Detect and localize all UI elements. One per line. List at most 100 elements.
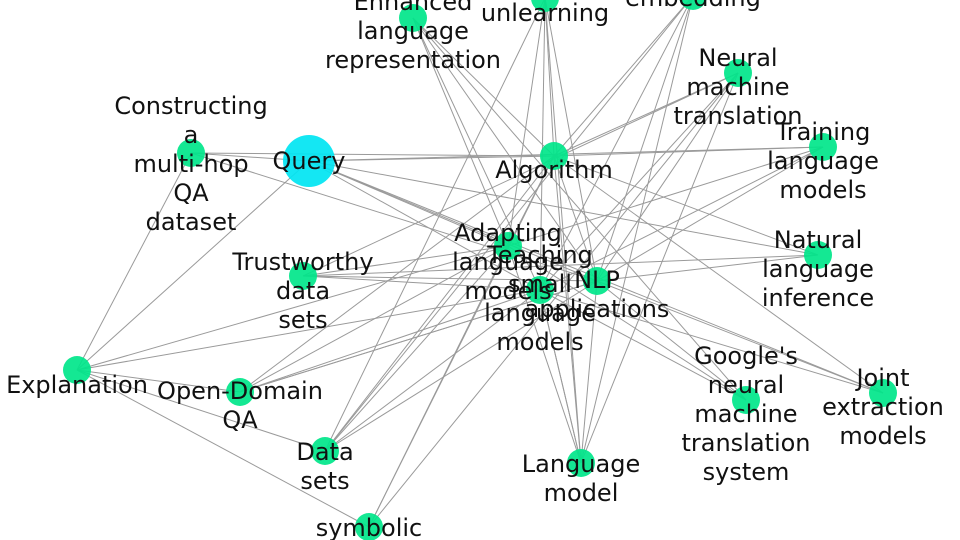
node-label-line: Natural bbox=[774, 226, 863, 254]
node-training[interactable] bbox=[809, 133, 837, 161]
node-label-line: Language bbox=[522, 450, 640, 478]
edge-explanation-adapting bbox=[76, 245, 509, 371]
node-unlearning[interactable] bbox=[531, 0, 559, 12]
edge-enhanced-nlp bbox=[412, 17, 598, 282]
edge-query-adapting bbox=[308, 160, 509, 247]
node-datasets[interactable] bbox=[311, 437, 339, 465]
edge-adapting-trustworthy bbox=[302, 245, 509, 277]
edge-nmt-trustworthy bbox=[302, 72, 739, 277]
edge-explanation-symbolic bbox=[76, 369, 370, 528]
node-teaching[interactable] bbox=[526, 276, 554, 304]
edge-algorithm-nli bbox=[553, 155, 819, 256]
node-algorithm[interactable] bbox=[540, 142, 568, 170]
edge-nlp-datasets bbox=[324, 280, 598, 452]
edge-embedding-algorithm bbox=[553, 0, 691, 157]
node-label-symbolic: symbolic bbox=[316, 514, 423, 540]
node-langmodel[interactable] bbox=[567, 449, 595, 477]
edge-nmt-teaching bbox=[539, 72, 739, 291]
node-query[interactable] bbox=[283, 135, 335, 187]
node-opendomain[interactable] bbox=[226, 378, 254, 406]
node-label-line: translation bbox=[681, 429, 810, 457]
node-trustworthy[interactable] bbox=[289, 262, 317, 290]
edge-embedding-teaching bbox=[539, 0, 692, 291]
edge-adapting-opendomain bbox=[239, 245, 509, 393]
node-label-line: extraction bbox=[822, 393, 944, 421]
node-label-line: a bbox=[184, 121, 199, 149]
node-label-line: translation bbox=[673, 102, 802, 130]
node-label-line: Query bbox=[273, 147, 346, 175]
edge-enhanced-gnmt bbox=[412, 17, 747, 401]
edge-constructing-algorithm bbox=[190, 152, 555, 157]
edge-algorithm-joint bbox=[553, 155, 884, 394]
edge-nmt-symbolic bbox=[368, 72, 739, 528]
edge-embedding-nlp bbox=[596, 0, 693, 282]
node-label-line: representation bbox=[325, 46, 501, 74]
graph-nodes bbox=[63, 0, 897, 540]
edge-unlearning-algorithm bbox=[544, 0, 555, 157]
node-label-line: neural bbox=[708, 371, 784, 399]
edge-algorithm-datasets bbox=[324, 155, 555, 452]
node-nli[interactable] bbox=[804, 241, 832, 269]
edge-langmodel-teaching bbox=[539, 289, 582, 464]
edge-algorithm-nlp bbox=[553, 155, 598, 282]
node-label-line: small bbox=[508, 270, 572, 298]
node-nmt[interactable] bbox=[724, 59, 752, 87]
edge-adapting-symbolic bbox=[368, 245, 509, 528]
node-label-line: language bbox=[452, 248, 564, 276]
node-label-line: multi-hop bbox=[133, 150, 248, 178]
node-label-line: models bbox=[779, 176, 866, 204]
edge-nlp-nli bbox=[596, 254, 819, 282]
node-label-line: data bbox=[276, 277, 330, 305]
edge-embedding-langmodel bbox=[580, 0, 693, 464]
node-label-line: Teaching bbox=[486, 241, 593, 269]
node-label-line: system bbox=[703, 458, 790, 486]
node-label-line: machine bbox=[686, 73, 789, 101]
node-label-line: language bbox=[762, 255, 874, 283]
node-gnmt[interactable] bbox=[732, 386, 760, 414]
edge-unlearning-adapting bbox=[507, 0, 546, 247]
node-label-line: sets bbox=[300, 467, 349, 495]
node-label-line: models bbox=[839, 422, 926, 450]
edge-constructing-explanation bbox=[76, 152, 192, 371]
node-joint[interactable] bbox=[869, 379, 897, 407]
node-constructing[interactable] bbox=[177, 139, 205, 167]
edge-nlp-langmodel bbox=[580, 280, 598, 464]
node-label-line: Algorithm bbox=[495, 156, 613, 184]
node-label-line: models bbox=[464, 277, 551, 305]
node-adapting[interactable] bbox=[494, 232, 522, 260]
node-nlp[interactable] bbox=[583, 267, 611, 295]
node-label-explanation: Explanation bbox=[6, 371, 148, 399]
node-symbolic[interactable] bbox=[355, 513, 383, 540]
edge-unlearning-datasets bbox=[324, 0, 545, 452]
edge-unlearning-teaching bbox=[539, 0, 546, 291]
node-label-line: embedding bbox=[625, 0, 761, 12]
node-label-line: machine bbox=[694, 400, 797, 428]
edge-training-algorithm bbox=[553, 146, 824, 157]
edge-nlp-gnmt bbox=[596, 280, 747, 401]
node-explanation[interactable] bbox=[63, 356, 91, 384]
edge-teaching-gnmt bbox=[539, 289, 747, 401]
edge-algorithm-langmodel bbox=[553, 155, 582, 464]
node-label-line: Constructing bbox=[114, 92, 267, 120]
node-label-line: Enhanced bbox=[354, 0, 473, 16]
node-label-embedding: embedding bbox=[625, 0, 761, 12]
node-label-line: Neural bbox=[698, 44, 777, 72]
node-enhanced[interactable] bbox=[399, 4, 427, 32]
edge-unlearning-langmodel bbox=[544, 0, 582, 464]
edge-query-teaching bbox=[308, 160, 541, 291]
node-label-line: unlearning bbox=[481, 0, 609, 27]
node-embedding[interactable] bbox=[679, 0, 707, 10]
node-label-unlearning: unlearning bbox=[481, 0, 609, 27]
edge-teaching-opendomain bbox=[239, 289, 541, 393]
